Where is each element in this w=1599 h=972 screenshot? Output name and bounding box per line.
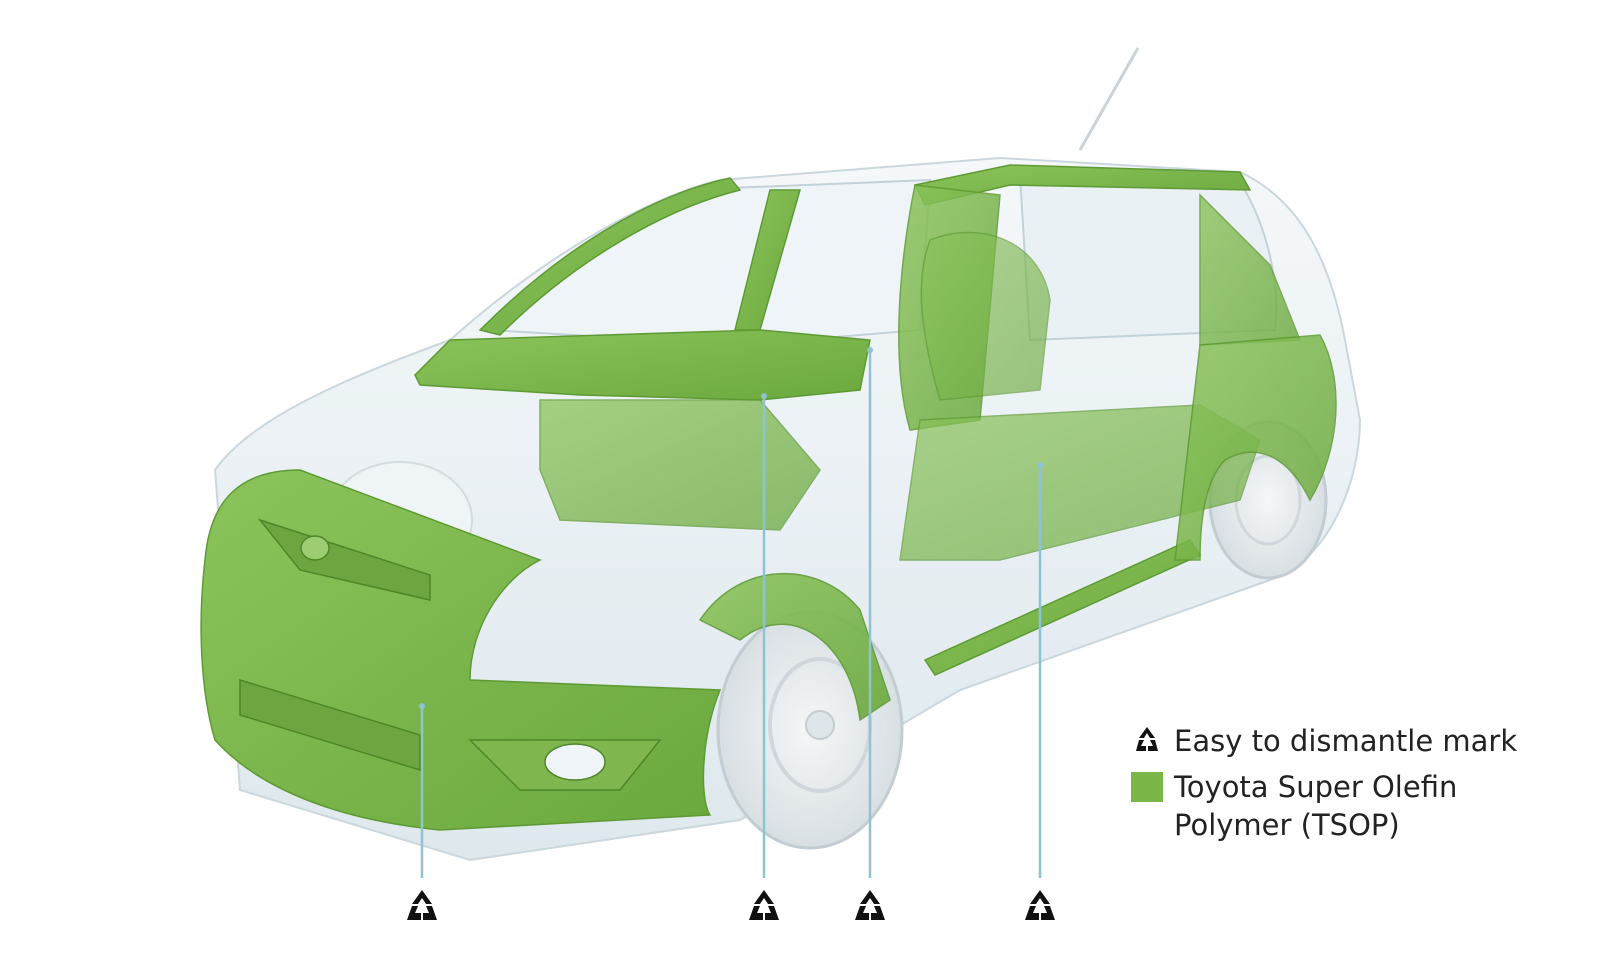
green-swatch xyxy=(1130,768,1164,802)
instrument-panel xyxy=(539,399,821,531)
bumper-details xyxy=(239,518,662,791)
recycle-arrows-icon xyxy=(1025,890,1055,920)
legend-label-tsop: Toyota Super Olefin Polymer (TSOP) xyxy=(1174,770,1458,842)
callouts xyxy=(407,347,1055,920)
upper-grille xyxy=(257,518,431,601)
headlamp-emblem xyxy=(300,535,330,561)
legend-label-mark: Easy to dismantle mark xyxy=(1174,724,1518,758)
antenna xyxy=(1078,47,1140,151)
front-wheel xyxy=(716,610,904,850)
legend-item: Easy to dismantle mark xyxy=(1130,722,1570,760)
recycle-arrows-icon xyxy=(1130,722,1164,756)
recycle-arrows-icon xyxy=(855,890,885,920)
rear-seat-back xyxy=(920,231,1051,401)
cowl-panel xyxy=(414,329,871,401)
front-fender-liner xyxy=(698,572,891,722)
green-swatch-box xyxy=(1131,772,1163,802)
recycle-arrows-icon xyxy=(749,890,779,920)
legend-item: Toyota Super Olefin Polymer (TSOP) xyxy=(1130,768,1570,844)
fog-lamp xyxy=(544,743,606,781)
recycle-arrows-icon-svg xyxy=(1136,727,1158,751)
legend: Easy to dismantle mark Toyota Super Olef… xyxy=(1130,722,1570,852)
recycle-arrows-icon xyxy=(407,890,437,920)
roof-rail-trim xyxy=(478,177,742,336)
rear-quarter xyxy=(1174,334,1337,561)
lower-grille xyxy=(239,678,421,772)
